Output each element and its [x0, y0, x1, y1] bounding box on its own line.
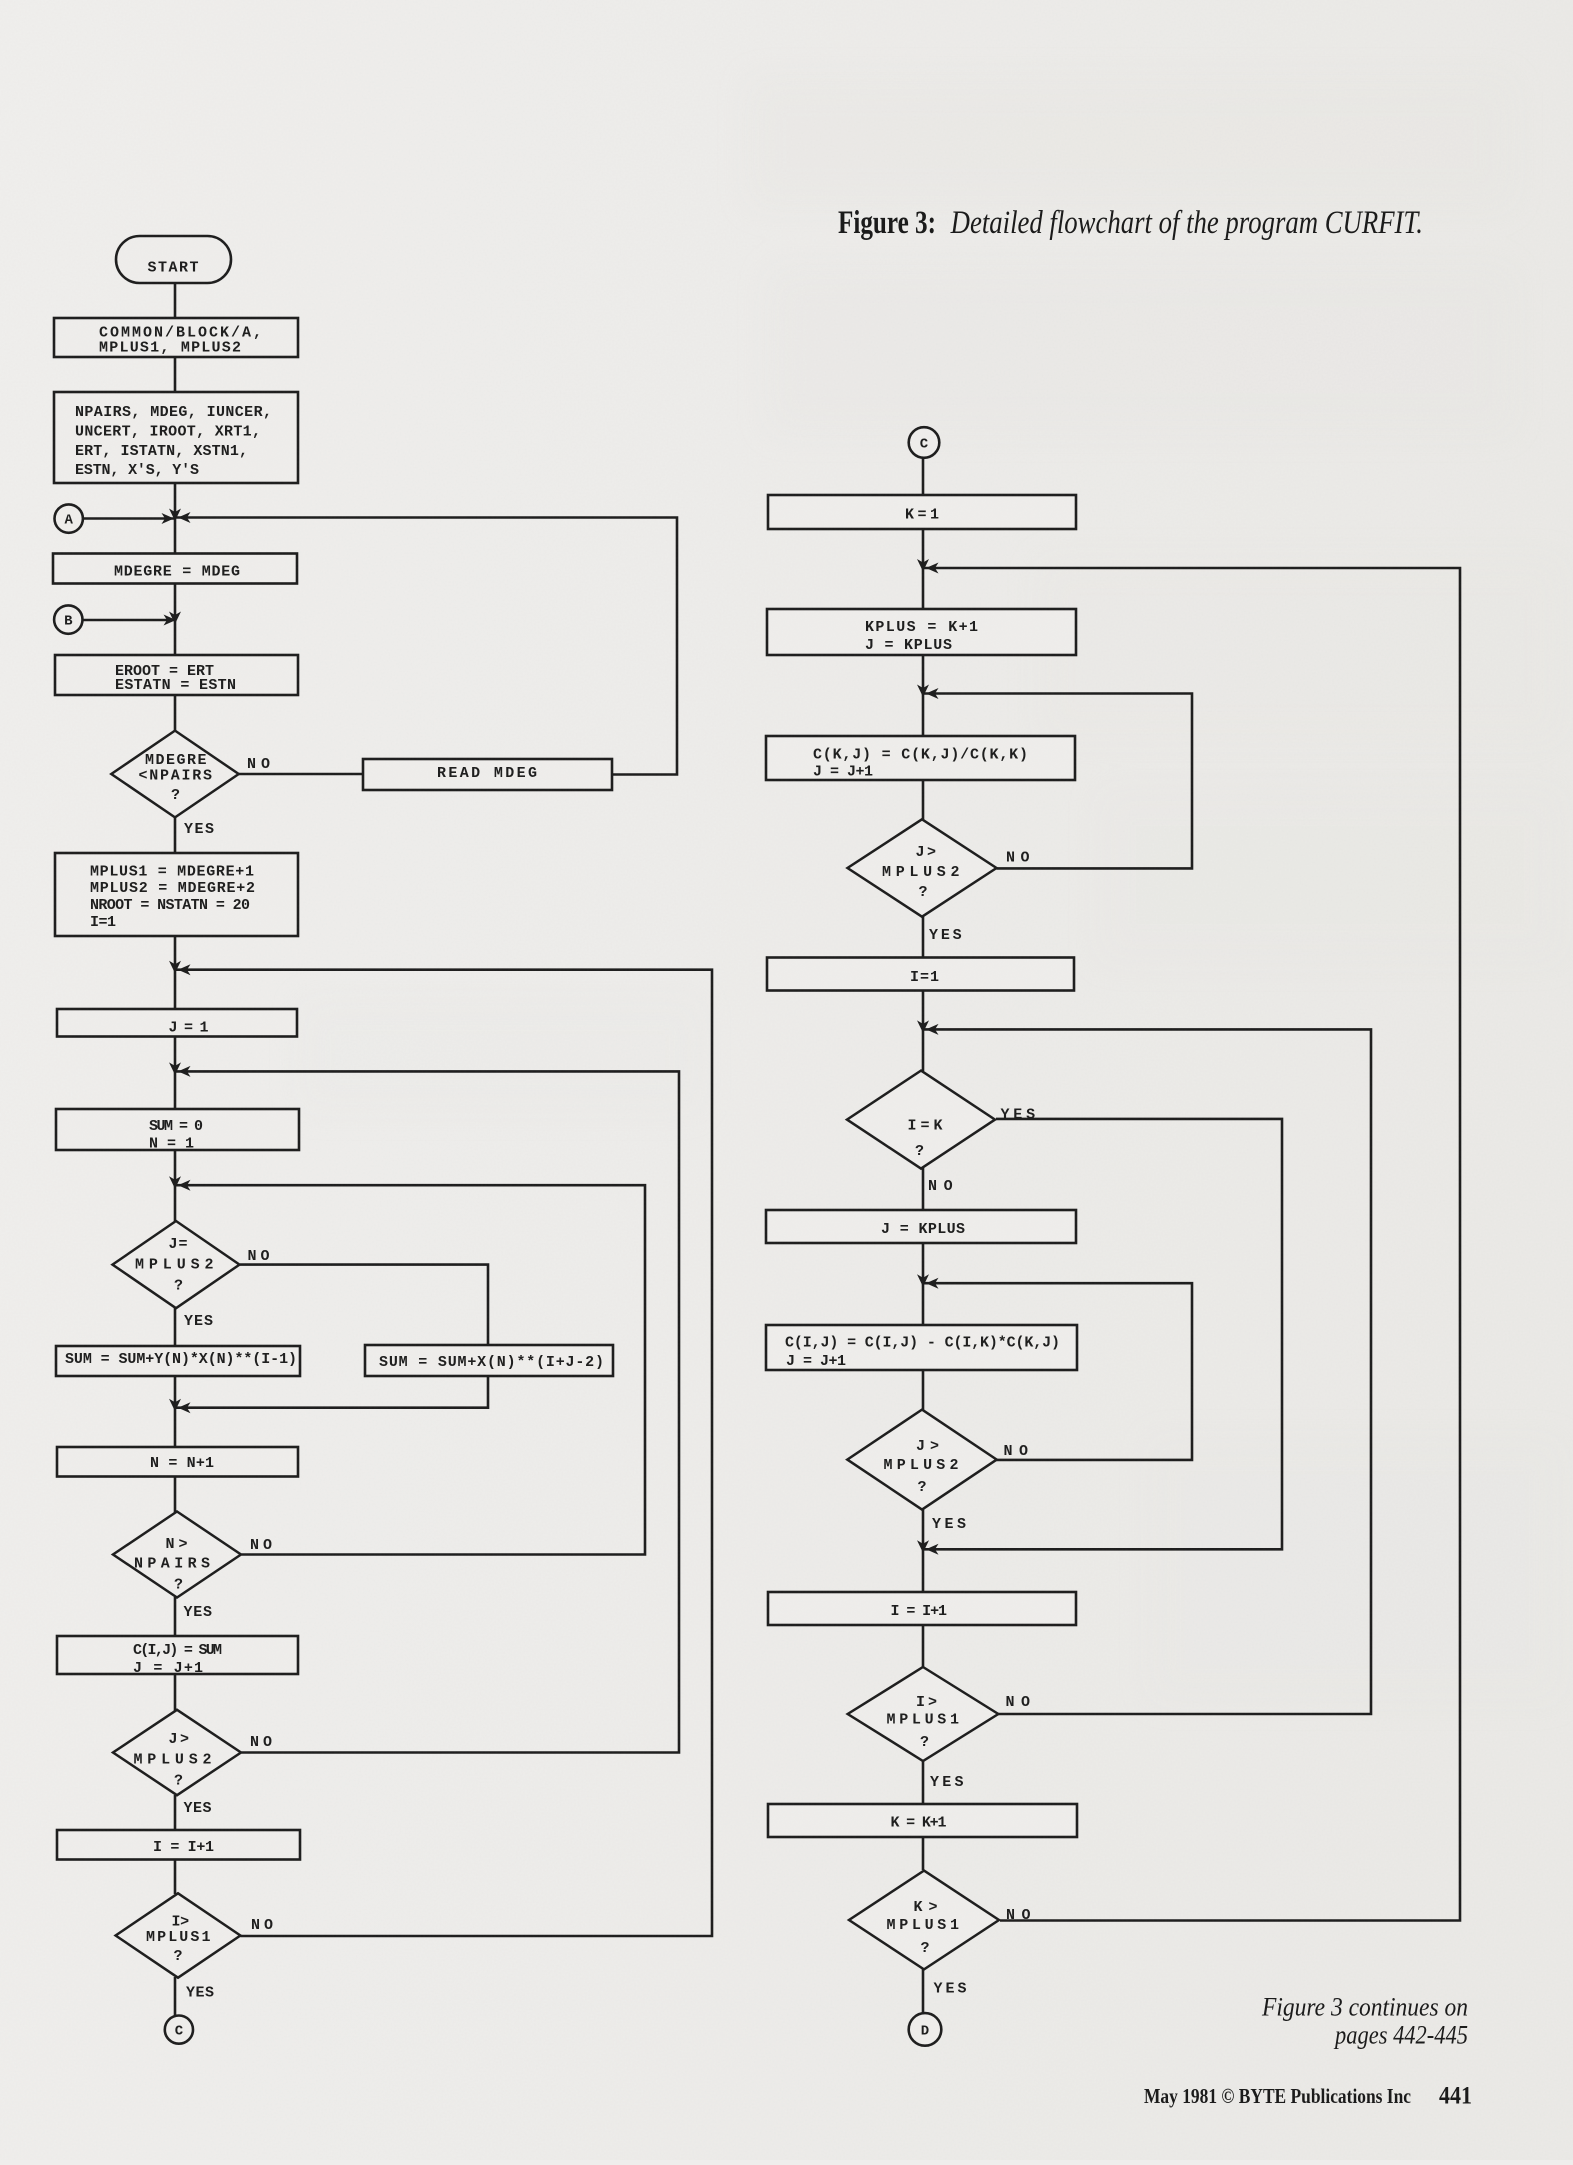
svg-text:MPLUS2 = MDEGRE+2: MPLUS2 = MDEGRE+2	[90, 880, 255, 897]
svg-text:YES: YES	[932, 1516, 966, 1533]
svg-text:?: ?	[918, 1479, 927, 1496]
svg-text:J =: J =	[169, 1236, 188, 1253]
svg-text:KPLUS = K+1: KPLUS = K+1	[865, 619, 978, 636]
svg-text:J = J+1: J = J+1	[133, 1660, 203, 1677]
svg-text:C(I,J) = C(I,J) - C(I,K)*C(K,J: C(I,J) = C(I,J) - C(I,K)*C(K,J)	[785, 1335, 1060, 1352]
svg-text:I >: I >	[172, 1914, 190, 1931]
svg-text:A: A	[64, 513, 73, 529]
svg-text:Figure 3 continues on: Figure 3 continues on	[1261, 1993, 1468, 2022]
svg-text:J = J+1: J = J+1	[786, 1353, 846, 1370]
svg-text:B: B	[64, 614, 73, 630]
svg-text:I >: I >	[916, 1694, 937, 1711]
svg-text:?: ?	[915, 1143, 924, 1160]
svg-text:COMMON/BLOCK/A,: COMMON/BLOCK/A,	[99, 325, 262, 342]
svg-text:Figure 3: Detailed flowchart o: Figure 3: Detailed flowchart of the prog…	[838, 205, 1423, 241]
svg-text:MDEGRE = MDEG: MDEGRE = MDEG	[114, 563, 240, 580]
svg-text:C: C	[175, 2024, 184, 2040]
svg-text:SUM = SUM+Y(N)*X(N)**(I-1): SUM = SUM+Y(N)*X(N)**(I-1)	[65, 1351, 297, 1368]
svg-text:I = I+1: I = I+1	[891, 1603, 948, 1620]
svg-text:?: ?	[920, 1734, 929, 1751]
svg-text:EROOT = ERT: EROOT = ERT	[115, 663, 214, 680]
svg-text:I = K: I = K	[908, 1118, 943, 1135]
svg-text:READ MDEG: READ MDEG	[437, 765, 537, 782]
svg-text:J = KPLUS: J = KPLUS	[881, 1221, 965, 1238]
svg-text:C: C	[920, 437, 929, 453]
svg-text:YES: YES	[934, 1981, 967, 1998]
svg-text:I = I+1: I = I+1	[153, 1839, 214, 1856]
svg-text:NROOT = NSTATN = 20: NROOT = NSTATN = 20	[90, 897, 250, 914]
svg-text:?: ?	[921, 1940, 930, 1957]
svg-text:J >: J >	[916, 1438, 939, 1455]
svg-text:I = 1: I = 1	[910, 969, 939, 986]
svg-text:?: ?	[174, 1773, 183, 1790]
svg-text:YES: YES	[184, 1604, 213, 1621]
svg-text:YES: YES	[184, 1313, 213, 1330]
svg-text:YES: YES	[930, 1774, 964, 1791]
svg-text:J = J+1: J = J+1	[813, 764, 873, 781]
svg-text:I = 1: I = 1	[90, 914, 116, 931]
svg-text:pages 442-445: pages 442-445	[1333, 2021, 1468, 2050]
svg-text:YES: YES	[186, 1985, 214, 2002]
svg-text:?: ?	[174, 1278, 183, 1295]
svg-text:C(I,J) = SUM: C(I,J) = SUM	[133, 1642, 222, 1659]
svg-text:J >: J >	[916, 844, 937, 861]
svg-text:YES: YES	[184, 1800, 212, 1817]
svg-text:K >: K >	[914, 1899, 938, 1916]
svg-text:441: 441	[1439, 2083, 1472, 2110]
svg-text:?: ?	[919, 884, 928, 901]
svg-text:D: D	[921, 2023, 929, 2039]
svg-text:J = KPLUS: J = KPLUS	[865, 637, 952, 654]
svg-text:UNCERT, IROOT, XRT1,: UNCERT, IROOT, XRT1,	[75, 424, 261, 441]
svg-text:J = 1: J = 1	[169, 1020, 209, 1037]
svg-text:YES: YES	[184, 821, 214, 838]
svg-text:K = 1: K = 1	[905, 507, 939, 524]
svg-text:YES: YES	[929, 927, 962, 944]
svg-text:N >: N >	[166, 1536, 188, 1553]
svg-text:N = N+1: N = N+1	[150, 1455, 214, 1472]
svg-text:SUM = SUM+X(N)**(I+J-2): SUM = SUM+X(N)**(I+J-2)	[379, 1354, 604, 1371]
svg-text:C(K,J) = C(K,J)/C(K,K): C(K,J) = C(K,J)/C(K,K)	[813, 747, 1028, 764]
svg-text:START: START	[148, 260, 199, 277]
svg-text:MPLUS1 = MDEGRE+1: MPLUS1 = MDEGRE+1	[90, 864, 254, 881]
svg-text:ERT, ISTATN, XSTN1,: ERT, ISTATN, XSTN1,	[75, 443, 248, 460]
svg-text:SUM = 0: SUM = 0	[149, 1118, 203, 1135]
svg-text:NPAIRS, MDEG, IUNCER,: NPAIRS, MDEG, IUNCER,	[75, 404, 272, 421]
svg-text:MDEGRE: MDEGRE	[145, 752, 207, 769]
svg-text:?: ?	[174, 1948, 183, 1965]
svg-text:J >: J >	[169, 1731, 190, 1748]
svg-text:?: ?	[171, 787, 180, 804]
svg-text:ESTN, X'S, Y'S: ESTN, X'S, Y'S	[75, 462, 199, 479]
svg-text:K = K+1: K = K+1	[891, 1815, 947, 1832]
svg-text:<NPAIRS: <NPAIRS	[139, 768, 213, 785]
svg-text:?: ?	[174, 1577, 183, 1594]
svg-text:MPLUS1, MPLUS2: MPLUS1, MPLUS2	[99, 340, 241, 357]
svg-text:N = 1: N = 1	[149, 1136, 194, 1153]
svg-text:YES: YES	[1001, 1107, 1036, 1124]
svg-text:May 1981 © BYTE Publications I: May 1981 © BYTE Publications Inc	[1144, 2084, 1411, 2108]
svg-text:ESTATN = ESTN: ESTATN = ESTN	[115, 677, 236, 694]
